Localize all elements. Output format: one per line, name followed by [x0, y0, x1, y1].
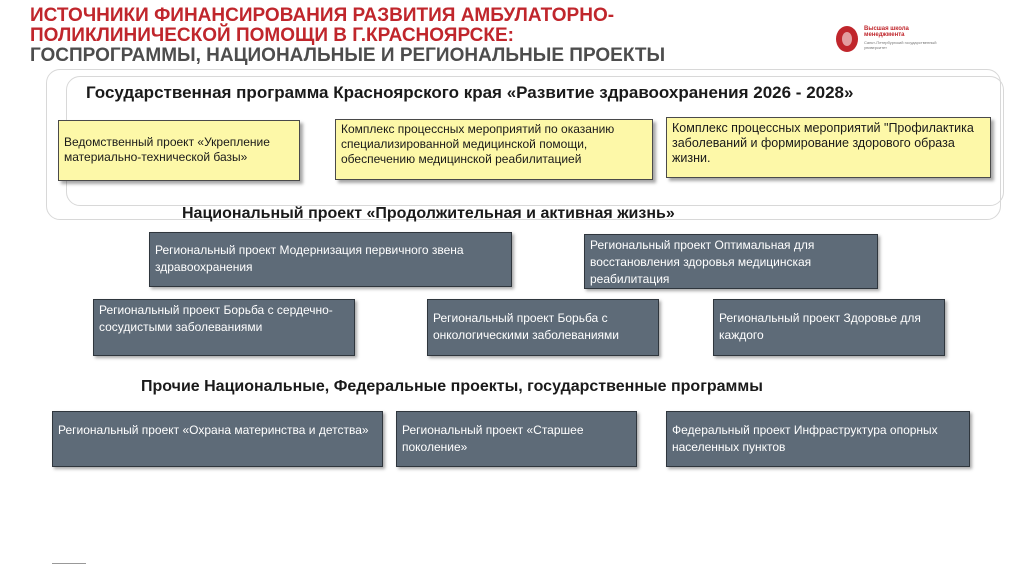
logo: Высшая школа менеджмента Санкт-Петербург…	[836, 24, 946, 60]
national-project-box-3: Региональный проект Борьба с сердечно-со…	[93, 299, 355, 356]
gov-program-heading: Государственная программа Красноярского …	[86, 83, 854, 102]
logo-name: Высшая школа менеджмента	[864, 26, 909, 38]
title-line-3: ГОСПРОГРАММЫ, НАЦИОНАЛЬНЫЕ И РЕГИОНАЛЬНЫ…	[30, 45, 666, 66]
gov-program-frame-back	[46, 69, 1001, 220]
title-line-1: ИСТОЧНИКИ ФИНАНСИРОВАНИЯ РАЗВИТИЯ АМБУЛА…	[30, 5, 615, 26]
other-projects-box-2: Региональный проект «Старшее поколение»	[396, 411, 637, 467]
gov-program-box-3: Комплекс процессных мероприятий "Профила…	[666, 117, 991, 178]
gov-program-box-2: Комплекс процессных мероприятий по оказа…	[335, 119, 653, 180]
national-project-box-4: Региональный проект Борьба с онкологичес…	[427, 299, 659, 356]
national-project-box-2: Региональный проект Оптимальная для восс…	[584, 234, 878, 289]
other-projects-box-3: Федеральный проект Инфраструктура опорны…	[666, 411, 970, 467]
page-title: ИСТОЧНИКИ ФИНАНСИРОВАНИЯ РАЗВИТИЯ АМБУЛА…	[30, 6, 750, 66]
logo-subtitle: Санкт-Петербургский государственный унив…	[864, 40, 937, 50]
gov-program-box-1: Ведомственный проект «Укрепление материа…	[58, 120, 300, 181]
other-projects-box-1: Региональный проект «Охрана материнства …	[52, 411, 383, 467]
national-project-heading: Национальный проект «Продолжительная и а…	[182, 205, 675, 222]
national-project-box-5: Региональный проект Здоровье для каждого	[713, 299, 945, 356]
footer-divider	[52, 563, 86, 564]
other-projects-heading: Прочие Национальные, Федеральные проекты…	[141, 378, 763, 395]
logo-emblem-icon	[836, 26, 858, 52]
title-line-2: ПОЛИКЛИНИЧЕСКОЙ ПОМОЩИ В Г.КРАСНОЯРСКЕ:	[30, 25, 514, 46]
national-project-box-1: Региональный проект Модернизация первичн…	[149, 232, 512, 287]
